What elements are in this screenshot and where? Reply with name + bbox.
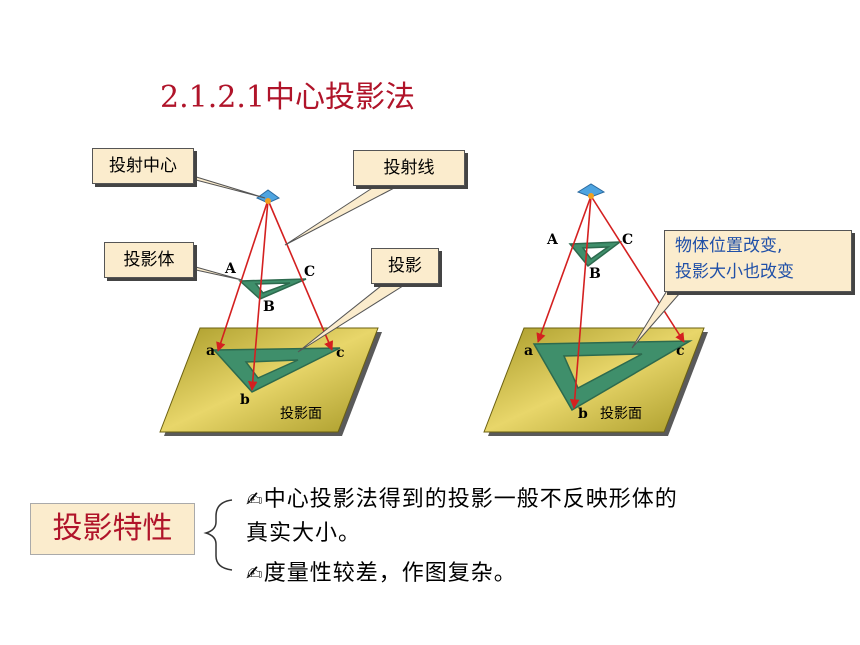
projection-ray-a-right xyxy=(536,195,592,343)
callout-projection-ray: 投射线 xyxy=(353,150,465,186)
property-item-2-text: 度量性较差，作图复杂。 xyxy=(263,561,517,586)
plane-label-left: 投影面 xyxy=(280,406,322,422)
properties-label: 投影特性 xyxy=(30,503,195,555)
callout-projection-ray-text: 投射线 xyxy=(383,158,435,178)
point-label-a-right: a xyxy=(524,343,534,359)
property-item-1: ✍中心投影法得到的投影一般不反映形体的 真实大小。 xyxy=(246,482,678,551)
note-line-1: 物体位置改变, xyxy=(675,236,783,256)
property-item-1-line-1: 中心投影法得到的投影一般不反映形体的 xyxy=(263,487,678,512)
callout-position-change-note: 物体位置改变, 投影大小也改变 xyxy=(664,230,852,292)
point-label-B: B xyxy=(263,299,275,315)
properties-bracket xyxy=(203,499,233,571)
page-title: 2.1.2.1中心投影法 xyxy=(160,80,415,115)
point-label-c: c xyxy=(336,345,345,361)
callout-pointer-ray xyxy=(284,182,400,246)
callout-projection-center-text: 投射中心 xyxy=(109,156,177,176)
point-label-B-right: B xyxy=(589,266,601,282)
projection-ray-c xyxy=(267,199,334,351)
callout-projection-center: 投射中心 xyxy=(92,148,194,184)
point-label-C: C xyxy=(304,264,316,280)
point-label-c-right: c xyxy=(676,343,685,359)
callout-projection: 投影 xyxy=(371,248,439,284)
writing-hand-icon: ✍ xyxy=(246,487,264,511)
writing-hand-icon: ✍ xyxy=(246,561,264,585)
plane-label-right: 投影面 xyxy=(600,406,642,422)
object-triangle-right xyxy=(568,241,623,268)
point-label-C-right: C xyxy=(622,232,634,248)
projected-triangle-left xyxy=(212,347,341,393)
projection-ray-b-right xyxy=(569,195,592,409)
callout-projected-object: 投影体 xyxy=(104,242,194,278)
projection-center-icon xyxy=(256,189,280,204)
note-line-2: 投影大小也改变 xyxy=(675,262,794,282)
callout-projection-text: 投影 xyxy=(388,256,422,276)
property-item-2: ✍度量性较差，作图复杂。 xyxy=(246,556,517,591)
projection-center-point-right xyxy=(588,193,594,199)
object-triangle-left xyxy=(238,278,307,300)
point-label-a: a xyxy=(206,343,216,359)
point-label-b: b xyxy=(240,392,250,408)
projection-ray-c-right xyxy=(590,195,685,343)
point-label-A: A xyxy=(225,261,236,277)
projection-center-icon-right xyxy=(576,183,606,198)
projection-center-point xyxy=(265,198,271,204)
property-item-1-line-2: 真实大小。 xyxy=(246,521,362,546)
point-label-b-right: b xyxy=(578,406,588,422)
projection-ray-a xyxy=(216,199,269,352)
projected-triangle-right xyxy=(532,340,693,412)
point-label-A-right: A xyxy=(547,232,558,248)
projection-ray-b xyxy=(247,199,269,391)
callout-projected-object-text: 投影体 xyxy=(123,250,175,270)
